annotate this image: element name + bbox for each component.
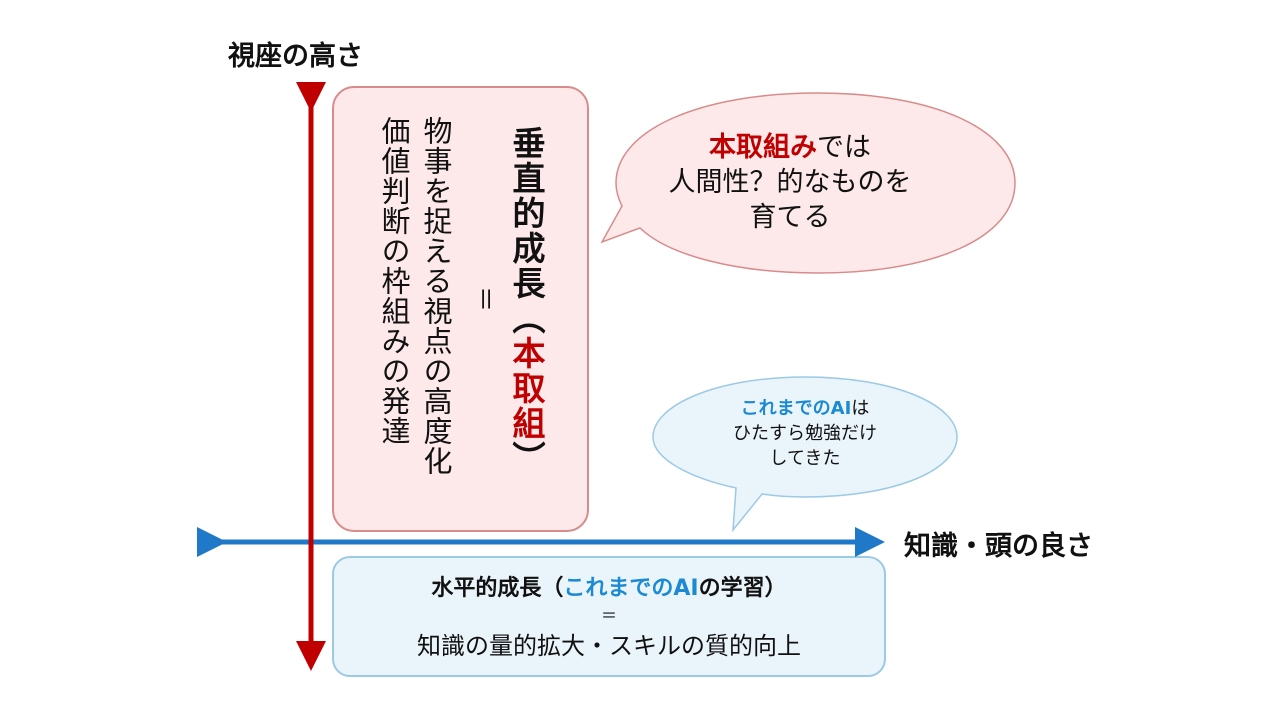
horizontal-title-highlight: これまでのAI [563,576,699,601]
vertical-description-line-1: 物事を捉える視点の高度化 [419,116,453,476]
vertical-title-paren-close: ） [507,441,546,476]
blue-bubble-line-1: これまでのAIは [705,396,905,421]
speech-bubble-blue [652,376,958,533]
horizontal-growth-title: 水平的成長（これまでのAIの学習） [334,570,884,602]
blue-bubble-line-2: ひたすら勉強だけ [733,423,877,444]
horizontal-title-prefix: 水平的成長（ [431,576,564,601]
vertical-title-paren-open: （ [507,301,546,336]
horizontal-growth-box: 水平的成長（これまでのAIの学習） ＝ 知識の量的拡大・スキルの質的向上 [332,556,886,677]
horizontal-growth-description: 知識の量的拡大・スキルの質的向上 [417,632,801,660]
horizontal-equal-sign: ＝ [600,606,617,625]
vertical-title-main: 垂直的成長 [507,126,546,301]
vertical-growth-title: 垂直的成長（本取組） [502,126,550,476]
vertical-title-highlight: 本取組 [507,336,546,441]
vertical-equal-sign: ＝ [469,286,499,313]
red-bubble-text: 本取組みでは 人間性？的なものを 育てる [640,130,940,235]
blue-bubble-line-1-rest: は [851,398,870,419]
red-bubble-line-2: 人間性？的なものを [668,167,912,198]
blue-bubble-line-3: してきた [769,448,841,469]
red-bubble-line-1-rest: では [817,132,871,163]
red-bubble-line-3: 育てる [749,202,831,233]
red-bubble-line-1: 本取組みでは [640,130,940,165]
red-bubble-highlight: 本取組み [709,132,817,163]
y-axis-label: 視座の高さ [228,41,363,72]
x-axis-label: 知識・頭の良さ [904,531,1093,562]
speech-bubble-red [600,92,1016,274]
horizontal-title-suffix: の学習） [698,576,787,601]
blue-bubble-highlight: これまでのAI [740,398,852,419]
vertical-description-line-2: 価値判断の枠組みの発達 [377,116,411,446]
blue-bubble-text: これまでのAIは ひたすら勉強だけ してきた [705,396,905,471]
vertical-growth-box [332,86,589,532]
